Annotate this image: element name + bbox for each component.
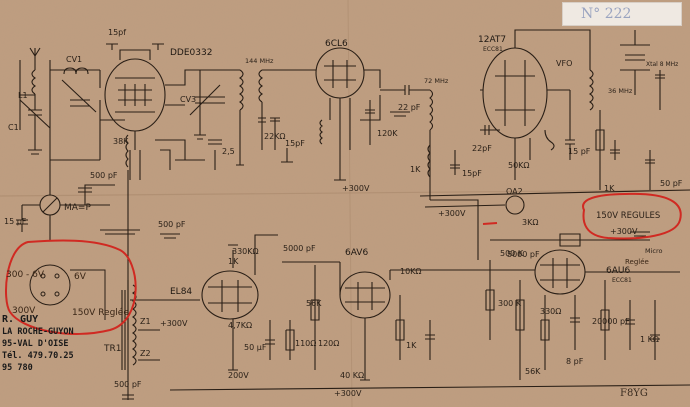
label-cv1: CV1 (66, 55, 83, 64)
label-r-500k: 500 K (500, 249, 524, 258)
ink-label-300v: 300V (12, 306, 36, 316)
label-tr1: TR1 (104, 344, 122, 354)
label-micro: Micro (645, 247, 663, 255)
label-vfo: VFO (556, 59, 573, 68)
label-z1: Z1 (140, 317, 151, 326)
label-c-22pf-b: 22pF (472, 144, 492, 153)
label-r-110: 110Ω (295, 339, 317, 348)
label-r-1k-c: 1K (406, 341, 417, 350)
callsign-signature: F8YG (620, 388, 648, 399)
label-c-500pf-bottom: 500 pF (114, 380, 142, 389)
label-c-50uf: 50 μF (244, 343, 267, 352)
label-r-1k-d: 1 KΩ (640, 335, 659, 344)
label-c-8pf: 8 pF (566, 357, 584, 366)
tube-label-dde0332: DDE0332 (170, 48, 213, 58)
label-r-300k: 300 K (498, 299, 522, 308)
label-r-120k: 120K (377, 129, 398, 138)
label-r-120r: 120Ω (318, 339, 340, 348)
label-r-38k: 38K (113, 137, 129, 146)
label-b300-e: +300V (610, 227, 638, 236)
tube-label-12at7: 12AT7 (478, 35, 507, 45)
label-l1: L1 (18, 91, 28, 100)
label-r-4k7: 4,7KΩ (228, 321, 253, 330)
label-150v-regules: 150V REGULES (596, 211, 661, 221)
label-r-10k: 10KΩ (400, 267, 422, 276)
label-c-500pf-b: 500 pF (158, 220, 186, 229)
label-c-15pf-a: 15pF (285, 139, 305, 148)
label-c-5000pf-b: 5000 pF (507, 250, 540, 259)
label-r-1k-e: 1K (228, 257, 239, 266)
ink-label-300-6v: 300 - 6V (6, 270, 45, 280)
label-c-2-5: 2,5 (222, 147, 235, 156)
label-oa2: OA2 (506, 187, 523, 196)
label-freq-36: 36 MHz (608, 87, 633, 95)
label-c-15pf-left: 15 pF (4, 217, 27, 226)
tube-label-el84: EL84 (170, 287, 193, 297)
label-r-330: 330Ω (540, 307, 562, 316)
label-r-1k-b: 1K (604, 184, 615, 193)
ink-label-6v: 6V (74, 272, 86, 282)
label-c-500pf-a: 500 pF (90, 171, 118, 180)
label-r-22k: 22KΩ (264, 132, 286, 141)
tube-label-6cl6: 6CL6 (325, 39, 348, 49)
label-r-50k: 50KΩ (508, 161, 530, 170)
label-b300-a: +300V (342, 184, 370, 193)
label-xtal: Xtal 8 MHz (646, 61, 679, 68)
label-meter-ma-p: MA=P (64, 203, 91, 213)
ink-label-150v-reglee: 150V Reglée (72, 308, 129, 318)
label-c-5000pf-a: 5000 pF (283, 244, 316, 253)
owner-stamp: R. GUY LA ROCHE-GUYON 95-VAL D'OISE Tél.… (2, 314, 92, 374)
label-b300-d: +300V (334, 389, 362, 398)
stamp-dept: 95-VAL D'OISE (2, 339, 69, 349)
label-b300-b: +300V (438, 209, 466, 218)
label-c1: C1 (8, 123, 19, 132)
label-c-22pf-a: 22 pF (398, 103, 421, 112)
label-c-50pf: 50 pF (660, 179, 683, 188)
label-z2: Z2 (140, 349, 151, 358)
reference-tag: N° 222 (562, 2, 682, 26)
stamp-tel: Tél. 479.70.25 (2, 351, 74, 361)
label-freq-144: 144 MHz (245, 57, 274, 65)
tube-sublabel-ecc81-bottom: ECC81 (612, 277, 632, 284)
label-freq-72: 72 MHz (424, 77, 449, 85)
label-c-15pf-top: 15pf (108, 28, 127, 37)
label-c-15pf-b: 15pF (462, 169, 482, 178)
tube-sublabel-ecc81-top: ECC81 (483, 46, 503, 53)
label-r-1k-a: 1K (410, 165, 421, 174)
label-r-40k: 40 KΩ (340, 371, 365, 380)
label-r-330k: 330KΩ (232, 247, 259, 256)
label-b300-c: +300V (160, 319, 188, 328)
label-r-56k-b: 56K (525, 367, 541, 376)
stamp-town: LA ROCHE-GUYON (2, 327, 74, 337)
label-b200: 200V (228, 371, 249, 380)
reference-tag-text: N° 222 (581, 6, 632, 22)
stamp-name: R. GUY (2, 314, 39, 325)
tube-label-6av6: 6AV6 (345, 248, 369, 258)
label-cv3: CV3 (180, 95, 197, 104)
label-c-20000pf: 20000 pF (592, 317, 630, 326)
ink-label-reglee: Reglée (625, 258, 649, 266)
label-c-15pf-c: 15 pF (568, 147, 591, 156)
tube-label-6au6: 6AU6 (606, 266, 631, 276)
stamp-zip: 95 780 (2, 363, 33, 373)
label-r-56k: 56K (306, 299, 322, 308)
label-r-3k: 3KΩ (522, 218, 539, 227)
